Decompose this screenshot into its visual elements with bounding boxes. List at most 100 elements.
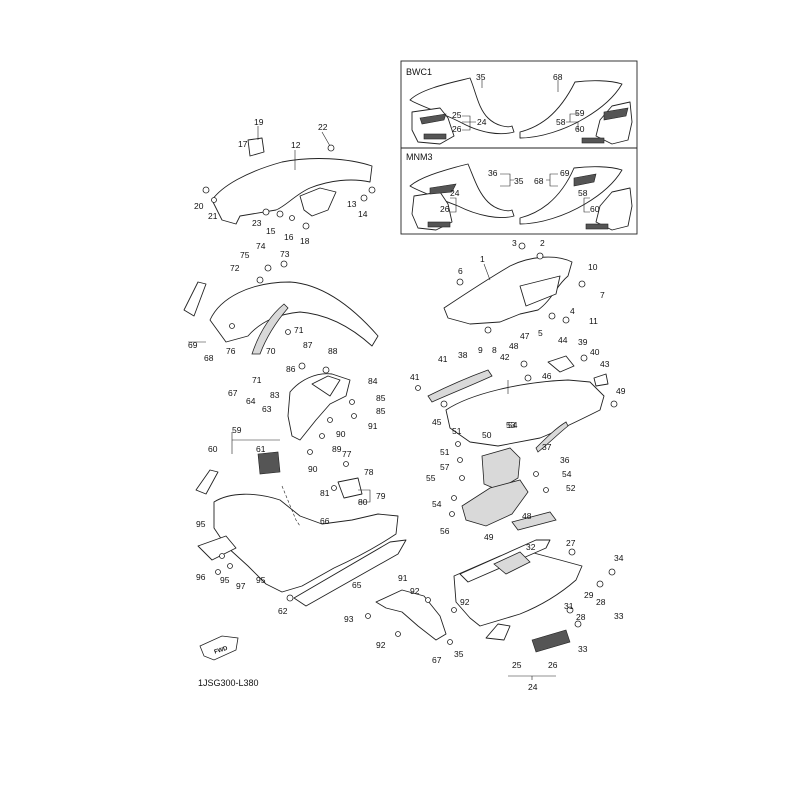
callout-label: 90 [336, 429, 346, 439]
left-side-cowling [209, 281, 379, 347]
side-cover-right-bwc1 [519, 80, 623, 139]
callout-label: 47 [520, 331, 530, 341]
callout-label: 92 [460, 597, 470, 607]
decal-stripe-left-bwc1 [419, 113, 447, 125]
callout-label: 65 [352, 580, 362, 590]
upper-cowling-assembly: 19 17 12 22 20 21 23 15 16 18 13 14 [194, 117, 376, 246]
screw-icon [457, 457, 463, 463]
callout-label: 38 [458, 350, 468, 360]
side-trim-strip [251, 303, 289, 355]
bottom-bracket-assembly: 91 92 92 93 92 [344, 573, 470, 650]
screw-icon [219, 553, 225, 559]
model-decal-plate [485, 623, 511, 641]
callout-label: 54 [508, 420, 518, 430]
cowling-inner-panel [299, 187, 337, 217]
leader-line [358, 489, 371, 503]
right-bracket [547, 355, 575, 373]
right-mount-tab [593, 373, 609, 387]
callout-label: 95 [196, 519, 206, 529]
callout-label: 75 [240, 250, 250, 260]
screw-icon [415, 385, 421, 391]
mounting-bracket [247, 137, 265, 157]
bolt-icon [322, 366, 330, 374]
grommet-icon [520, 360, 528, 368]
duct-upper [481, 447, 521, 491]
screw-icon [365, 613, 371, 619]
screw-icon [543, 487, 549, 493]
bolt-icon [202, 186, 210, 194]
side-cowling-upper [443, 256, 573, 325]
bolt-icon [610, 400, 618, 408]
callout-label: 48 [522, 511, 532, 521]
callout-label: 62 [278, 606, 288, 616]
callout-label: 61 [256, 444, 266, 454]
bracket-plate [311, 375, 341, 397]
inset-panel: BWC1 MNM3 35 68 25 24 [400, 60, 638, 235]
callout-label: 68 [204, 353, 214, 363]
callout-label: 21 [208, 211, 218, 221]
callout-label: 54 [562, 469, 572, 479]
callout-label: 27 [566, 538, 576, 548]
decal-brand-right-bwc1 [581, 137, 605, 144]
callout-label: 25 [452, 110, 462, 120]
callout-label: 57 [440, 462, 450, 472]
screw-icon [451, 607, 457, 613]
callout-label: 36 [560, 455, 570, 465]
bolt-icon [608, 568, 616, 576]
callout-label: 60 [590, 204, 600, 214]
callout-label: 26 [440, 204, 450, 214]
bolt-icon [286, 594, 294, 602]
callout-label: 43 [600, 359, 610, 369]
leader-line [500, 173, 514, 187]
leader-line [566, 113, 579, 130]
screw-icon [289, 215, 295, 221]
bolt-icon [574, 620, 582, 628]
callout-label: 64 [246, 396, 256, 406]
callout-label: 37 [542, 442, 552, 452]
callout-label: 46 [542, 371, 552, 381]
grommet-icon [536, 252, 544, 260]
callout-label: 78 [364, 467, 374, 477]
screw-icon [319, 433, 325, 439]
bolt-icon [302, 222, 310, 230]
right-cowling-assembly: 3 2 1 6 10 7 4 11 5 9 8 [443, 238, 605, 355]
callout-label: 24 [477, 117, 487, 127]
callout-label: 52 [566, 483, 576, 493]
decal-stripe-left-mnm3 [429, 183, 457, 195]
diagram-code: 1JSG300-L380 [198, 678, 259, 688]
screw-icon [331, 485, 337, 491]
callout-label: 63 [262, 404, 272, 414]
callout-label: 41 [438, 354, 448, 364]
callout-label: 91 [398, 573, 408, 583]
side-cover-left-bwc1 [409, 77, 515, 135]
lower-bracket [197, 535, 237, 561]
callout-label: 26 [548, 660, 558, 670]
callout-label: 34 [614, 553, 624, 563]
callout-label: 92 [410, 586, 420, 596]
callout-label: 33 [614, 611, 624, 621]
leader-line [483, 263, 491, 281]
duct-lower [461, 479, 529, 527]
cowling-brace [519, 275, 561, 307]
callout-label: 95 [220, 575, 230, 585]
decal-brand-left-bwc1 [423, 133, 447, 140]
callout-label: 66 [320, 516, 330, 526]
side-panel-right-mnm3 [595, 187, 633, 231]
callout-label: 45 [432, 417, 442, 427]
callout-label: 13 [347, 199, 357, 209]
callout-label: 42 [500, 352, 510, 362]
small-bracket-assembly: 77 78 81 79 80 [320, 449, 386, 507]
callout-label: 85 [376, 393, 386, 403]
forward-arrow-icon [199, 635, 239, 661]
upper-cowling [211, 158, 373, 225]
callout-label: 71 [294, 325, 304, 335]
side-cover-right-mnm3 [519, 166, 623, 225]
inset-title-mnm3: MNM3 [406, 152, 433, 162]
bracket-icon [456, 278, 464, 286]
leader-line [462, 115, 476, 131]
callout-label: 31 [564, 601, 574, 611]
callout-label: 76 [226, 346, 236, 356]
grommet-icon [256, 276, 264, 284]
callout-label: 22 [318, 122, 328, 132]
